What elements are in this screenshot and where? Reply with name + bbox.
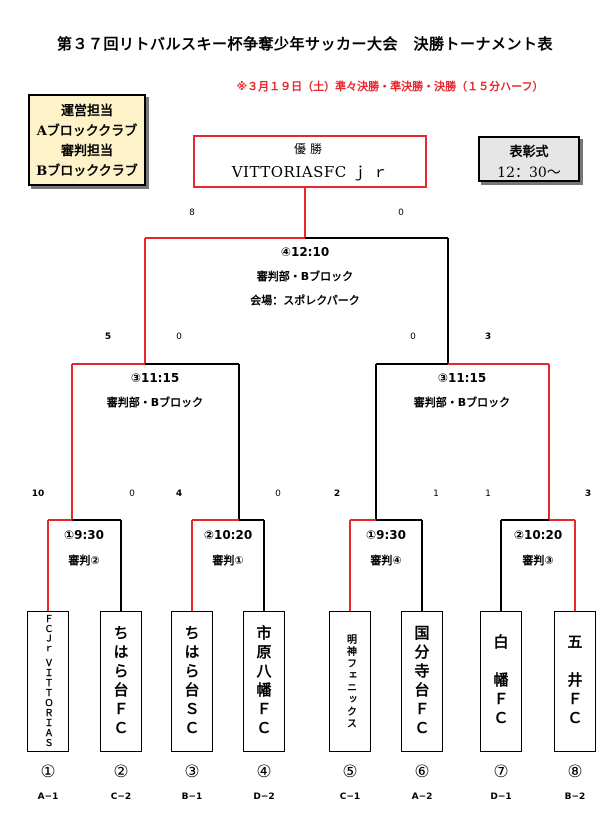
group-label: B−2 [564, 792, 586, 802]
group-label: D−1 [490, 792, 512, 802]
seed-number: ④ [256, 762, 272, 782]
qf4-time: ②10:20 [513, 528, 563, 542]
team-name: 白 幡ＦＣ [491, 634, 510, 729]
info-line: Aブロッククラブ [36, 124, 138, 139]
seed-number: ⑧ [567, 762, 583, 782]
semi2-score-right: 3 [484, 332, 492, 342]
qf2-referee: 審判① [212, 554, 244, 567]
ceremony-time: 12：30〜 [497, 165, 561, 181]
seed-number: ① [40, 762, 56, 782]
team-name: ＦＣＪｒ ＶＩＴＴＯＲＩＡＳ [42, 614, 53, 749]
qf2-score-right: 0 [275, 489, 281, 499]
team-name: ちはら台ＳＣ [182, 624, 201, 739]
team-name: 国分寺台ＦＣ [412, 624, 431, 739]
ceremony-box: 表彰式 12：30〜 [478, 136, 580, 182]
seed-number: ② [113, 762, 129, 782]
team-box-8: 五 井ＦＣ [554, 611, 596, 752]
final-venue: 会場：スポレクパーク [250, 294, 360, 307]
winner-box: 優勝 VITTORIASFC ｊ ｒ [193, 135, 427, 188]
team-box-6: 国分寺台ＦＣ [401, 611, 443, 752]
final-referee: 審判部・Bブロック [256, 270, 354, 283]
group-label: C−2 [110, 792, 132, 802]
qf1-score-right: 0 [129, 489, 135, 499]
team-box-3: ちはら台ＳＣ [171, 611, 213, 752]
schedule-note: ※３月１９日（土）準々決勝・準決勝・決勝（１５分ハーフ） [236, 80, 544, 93]
qf2-score-left: 4 [175, 489, 183, 499]
semi2-time: ③11:15 [437, 371, 487, 385]
seed-number: ③ [184, 762, 200, 782]
semi1-referee: 審判部・Bブロック [106, 396, 204, 409]
qf3-score-right: 1 [433, 489, 439, 499]
seed-number: ⑦ [493, 762, 509, 782]
semi1-time: ③11:15 [130, 371, 180, 385]
group-label: D−2 [253, 792, 275, 802]
semi1-score-right: 0 [176, 332, 182, 342]
group-label: A−2 [411, 792, 433, 802]
team-box-7: 白 幡ＦＣ [480, 611, 522, 752]
team-name: 市原八幡ＦＣ [254, 624, 273, 739]
qf4-score-right: 3 [584, 489, 592, 499]
staff-assignment-box: 運営担当 Aブロッククラブ 審判担当 Bブロッククラブ [28, 94, 146, 186]
info-line: 審判担当 [60, 144, 113, 159]
group-label: C−1 [339, 792, 361, 802]
ceremony-label: 表彰式 [509, 145, 549, 160]
qf3-time: ①9:30 [365, 528, 406, 542]
final-time: ④12:10 [280, 245, 330, 259]
info-line: 運営担当 [60, 104, 113, 119]
qf1-referee: 審判② [68, 554, 100, 567]
group-label: B−1 [181, 792, 203, 802]
team-box-1: ＦＣＪｒ ＶＩＴＴＯＲＩＡＳ [27, 611, 69, 752]
group-label: A−1 [37, 792, 59, 802]
team-box-2: ちはら台ＦＣ [100, 611, 142, 752]
seed-number: ⑤ [342, 762, 358, 782]
qf1-score-left: 10 [31, 489, 45, 499]
team-name: 明神フェニックス [344, 633, 356, 730]
semi2-referee: 審判部・Bブロック [413, 396, 511, 409]
qf3-referee: 審判④ [370, 554, 402, 567]
qf1-time: ①9:30 [63, 528, 104, 542]
page-title: 第３７回リトバルスキー杯争奪少年サッカー大会 決勝トーナメント表 [56, 35, 553, 53]
qf2-time: ②10:20 [203, 528, 253, 542]
winner-label: 優勝 [293, 142, 326, 156]
winner-team: VITTORIASFC ｊ ｒ [231, 163, 389, 181]
qf4-score-left: 1 [485, 489, 491, 499]
final-score-left: 8 [189, 208, 195, 218]
team-name: ちはら台ＦＣ [111, 624, 130, 739]
info-line: Bブロッククラブ [36, 164, 138, 179]
qf3-score-left: 2 [333, 489, 341, 499]
team-box-4: 市原八幡ＦＣ [243, 611, 285, 752]
qf4-referee: 審判③ [522, 554, 554, 567]
semi2-score-left: 0 [410, 332, 416, 342]
team-box-5: 明神フェニックス [329, 611, 371, 752]
semi1-score-left: 5 [104, 332, 112, 342]
final-score-right: 0 [398, 208, 404, 218]
seed-number: ⑥ [414, 762, 430, 782]
team-name: 五 井ＦＣ [565, 634, 584, 729]
